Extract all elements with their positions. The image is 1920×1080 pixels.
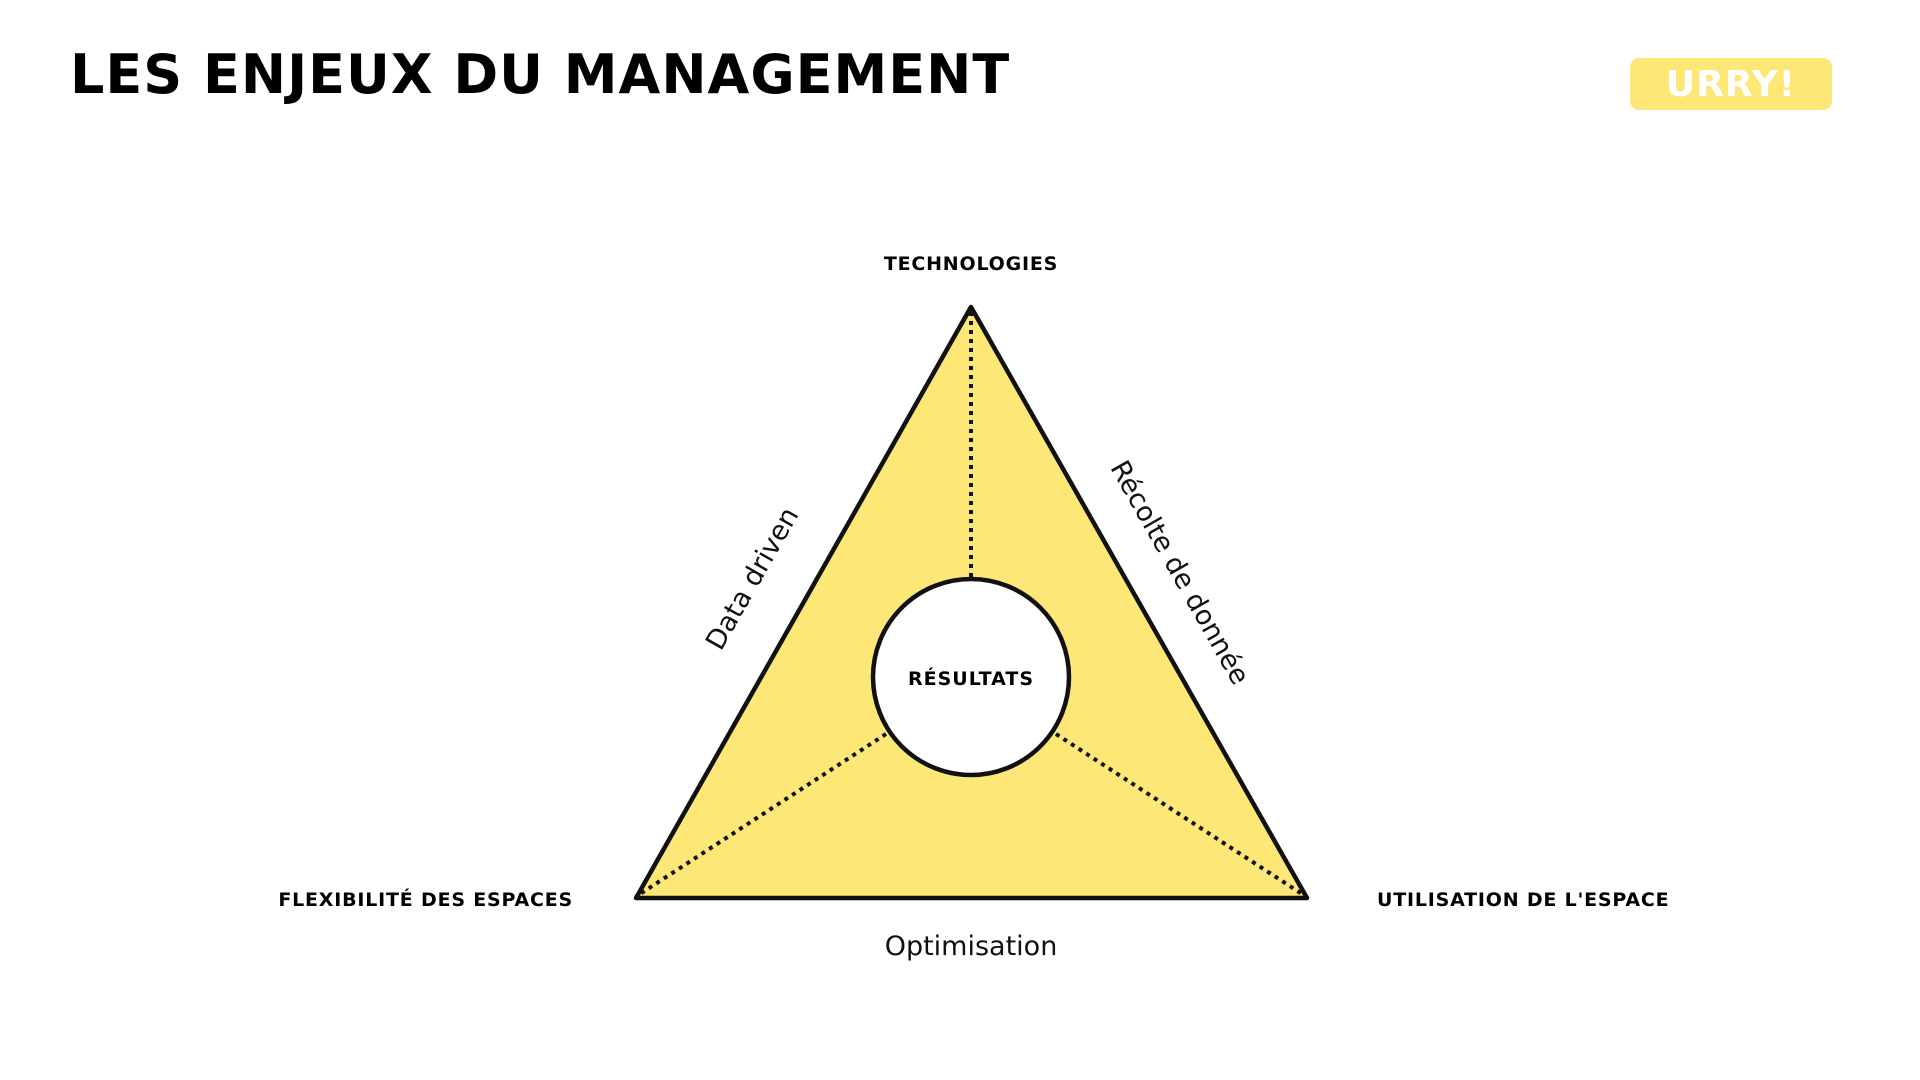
edge-label-bottom: Optimisation [885, 931, 1058, 962]
center-circle [870, 576, 1072, 778]
vertex-label-left: FLEXIBILITÉ DES ESPACES [278, 888, 573, 911]
center-label: RÉSULTATS [908, 667, 1034, 690]
vertex-label-top: TECHNOLOGIES [884, 253, 1058, 275]
logo-text: URRY! [1665, 63, 1797, 105]
dotted-connector-left [638, 732, 888, 896]
dotted-connector-right [1054, 732, 1304, 896]
page-title: LES ENJEUX DU MANAGEMENT [70, 43, 1011, 106]
logo-badge: URRY! [1630, 58, 1832, 110]
vertex-label-right: UTILISATION DE L'ESPACE [1377, 889, 1669, 911]
